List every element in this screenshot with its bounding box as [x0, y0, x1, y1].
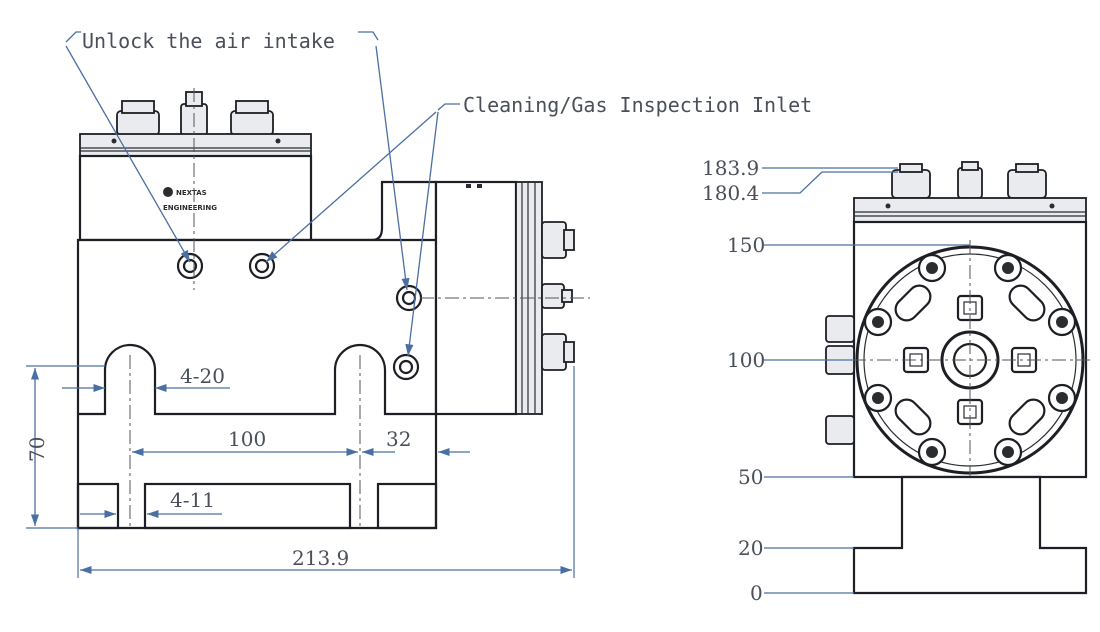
dim-213-9: 213.9	[292, 546, 349, 570]
svg-text:ENGINEERING: ENGINEERING	[163, 204, 217, 212]
dim-4-11: 4-11	[170, 488, 215, 512]
callout-unlock-air-intake: Unlock the air intake	[82, 29, 335, 53]
front-dimensions	[26, 365, 575, 578]
front-view: NEXTAS ENGINEERING	[76, 88, 590, 530]
dim-20: 20	[738, 536, 763, 560]
face-bolts	[863, 253, 1077, 467]
dim-100: 100	[228, 427, 266, 451]
svg-text:NEXTAS: NEXTAS	[176, 189, 207, 197]
dim-0: 0	[750, 581, 763, 605]
side-dimensions	[762, 167, 970, 594]
dim-180-4: 180.4	[702, 181, 759, 205]
top-fittings	[116, 91, 274, 136]
side-view	[825, 161, 1090, 595]
upper-housing	[78, 154, 313, 242]
dim-side-100: 100	[727, 348, 765, 372]
top-plate	[79, 133, 312, 157]
dim-4-20: 4-20	[180, 364, 225, 388]
dim-150: 150	[727, 233, 765, 257]
brand-logo: NEXTAS ENGINEERING	[163, 187, 217, 212]
dim-32: 32	[386, 427, 411, 451]
dim-183-9: 183.9	[702, 156, 759, 180]
callout-leaders	[65, 31, 460, 357]
dim-70: 70	[25, 437, 49, 462]
dim-50: 50	[738, 465, 763, 489]
callout-cleaning-inlet: Cleaning/Gas Inspection Inlet	[463, 93, 812, 117]
